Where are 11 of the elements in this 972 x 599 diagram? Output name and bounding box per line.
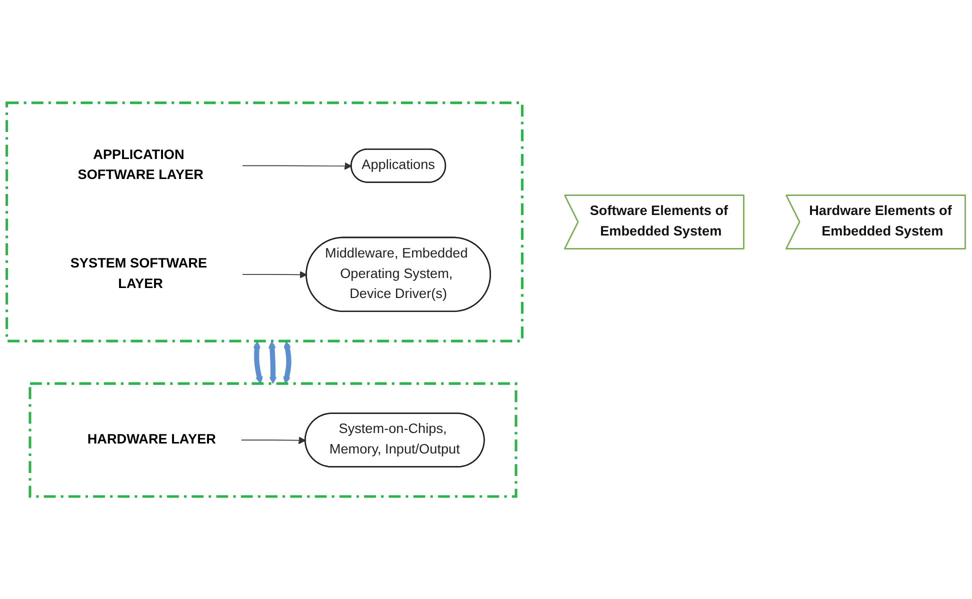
cluster <box>28 382 518 498</box>
arrow <box>242 162 352 170</box>
arrow <box>242 270 307 278</box>
arrow <box>253 340 263 384</box>
arrow <box>268 340 277 384</box>
node-text: HARDWARE LAYER <box>87 432 216 447</box>
node-text: SYSTEM SOFTWARE LAYER <box>70 256 208 292</box>
cluster <box>6 101 524 342</box>
node-text: APPLICATION SOFTWARE LAYER <box>78 148 204 182</box>
arrow <box>283 340 292 384</box>
arrow <box>241 436 306 444</box>
